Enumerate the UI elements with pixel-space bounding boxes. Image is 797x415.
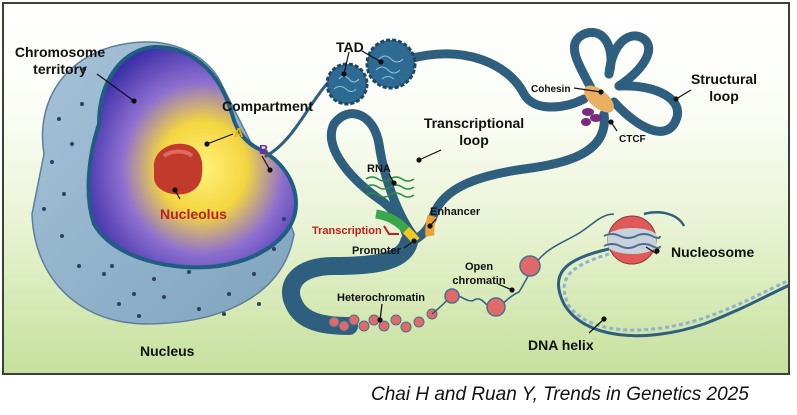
label-heterochromatin: Heterochromatin — [337, 292, 425, 304]
transcription-arrow — [383, 225, 399, 235]
label-open-chromatin-1: Open — [465, 261, 493, 273]
chromatin-diagram: Chromosome territory Compartment A B Nuc… — [15, 27, 788, 359]
nucleolus-highlight — [162, 149, 194, 158]
label-nucleosome: Nucleosome — [671, 244, 754, 260]
figure-frame: Chromosome territory Compartment A B Nuc… — [2, 2, 790, 375]
label-rna: RNA — [367, 163, 391, 175]
heterochromatin-nucleosomes — [328, 308, 438, 333]
label-transcriptional-loop-2: loop — [459, 132, 489, 148]
label-tad: TAD — [336, 39, 364, 55]
label-compartment: Compartment — [222, 98, 313, 114]
label-chromosome-territory-1: Chromosome — [15, 44, 105, 60]
nuclear-pores — [42, 67, 286, 318]
label-transcriptional-loop-1: Transcriptional — [424, 115, 524, 131]
dna-helix — [556, 211, 788, 338]
label-dna-helix: DNA helix — [528, 337, 594, 353]
leader-lines — [96, 50, 692, 334]
citation: Chai H and Ruan Y, Trends in Genetics 20… — [371, 384, 749, 405]
label-promoter: Promoter — [352, 245, 402, 257]
cohesin-ring — [584, 85, 614, 113]
rna-strands — [365, 176, 415, 198]
label-chromosome-territory-2: territory — [33, 61, 87, 77]
label-open-chromatin-2: chromatin — [452, 275, 505, 287]
label-nucleolus: Nucleolus — [160, 206, 227, 222]
label-enhancer: Enhancer — [430, 206, 481, 218]
label-ctcf: CTCF — [619, 134, 646, 145]
open-chromatin-nucleosomes — [444, 255, 541, 317]
label-nucleus: Nucleus — [140, 343, 195, 359]
label-transcription: Transcription — [312, 225, 382, 237]
nucleosome-detail — [603, 215, 661, 265]
transcribed-gene — [375, 209, 410, 234]
ctcf-protein — [581, 108, 602, 126]
nucleus — [31, 41, 299, 325]
label-compartment-b: B — [259, 142, 268, 157]
label-cohesin: Cohesin — [531, 84, 570, 95]
label-compartment-a: A — [234, 125, 244, 140]
tad-domains — [325, 38, 417, 106]
label-structural-loop-1: Structural — [691, 71, 757, 87]
label-structural-loop-2: loop — [709, 88, 739, 104]
